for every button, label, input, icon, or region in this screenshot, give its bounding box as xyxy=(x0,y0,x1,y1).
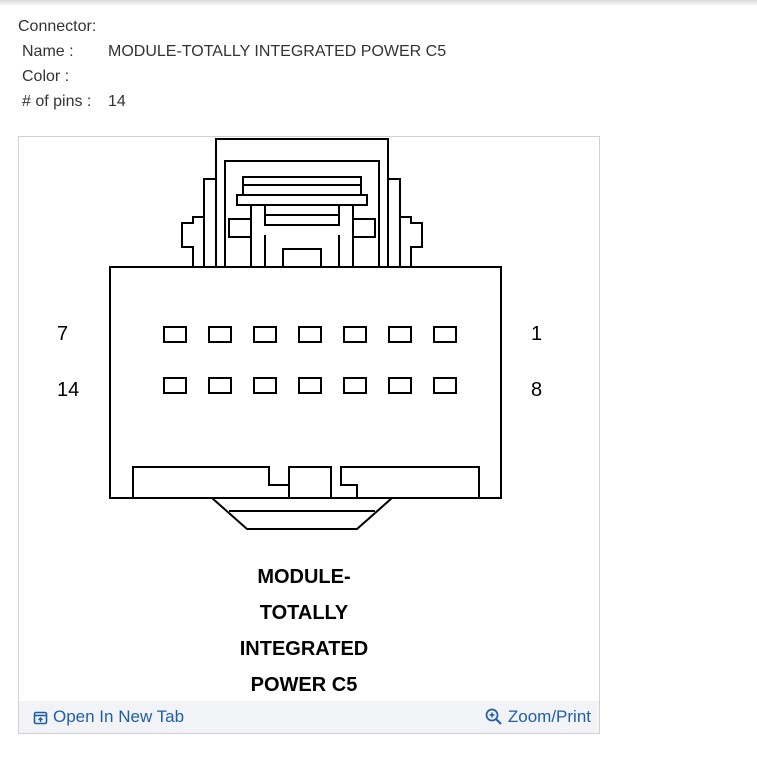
latch-housing-outline xyxy=(215,138,389,268)
open-in-new-tab-label: Open In New Tab xyxy=(53,707,185,726)
latch-foot xyxy=(282,248,322,268)
pin-label-top-left: 7 xyxy=(57,323,69,345)
latch-right-tab xyxy=(352,218,376,238)
latch-left-tab xyxy=(228,218,252,238)
pin-cavity-9 xyxy=(388,377,412,394)
color-label: Color : xyxy=(22,68,70,85)
zoom-in-icon xyxy=(485,708,502,725)
open-in-new-tab-link[interactable]: Open In New Tab xyxy=(33,707,184,727)
pin-cavity-6 xyxy=(208,326,232,343)
pin-cavity-7 xyxy=(163,326,187,343)
latch-bar-middle xyxy=(236,194,368,206)
connector-drawing xyxy=(109,138,502,530)
pins-label: # of pins : xyxy=(22,93,92,110)
pin-cavity-12 xyxy=(253,377,277,394)
figure-footer: Open In New Tab Zoom/Print xyxy=(19,701,599,733)
connector-header: Connector: xyxy=(18,18,97,35)
left-latch-step xyxy=(203,178,216,267)
pin-group xyxy=(163,326,457,394)
top-shadow xyxy=(0,0,757,6)
pin-label-bottom-left: 14 xyxy=(57,379,80,401)
zoom-print-link[interactable]: Zoom/Print xyxy=(485,707,591,727)
pin-label-top-right: 1 xyxy=(531,323,543,345)
open-new-tab-icon xyxy=(33,711,48,724)
pin-cavity-5 xyxy=(253,326,277,343)
bottom-key-left xyxy=(132,466,290,498)
right-latch-step xyxy=(388,178,401,267)
pin-cavity-8 xyxy=(433,377,457,394)
pin-label-bottom-right: 8 xyxy=(531,379,543,401)
pins-value: 14 xyxy=(108,93,126,110)
bottom-key-center xyxy=(288,466,332,499)
bottom-tab-outer xyxy=(211,497,393,530)
name-label: Name : xyxy=(22,43,74,60)
pin-cavity-11 xyxy=(298,377,322,394)
zoom-print-label: Zoom/Print xyxy=(507,707,591,726)
name-value: MODULE-TOTALLY INTEGRATED POWER C5 xyxy=(108,43,447,60)
caption-line-2: TOTALLY xyxy=(259,602,349,624)
pin-cavity-1 xyxy=(433,326,457,343)
caption-line-3: INTEGRATED xyxy=(239,638,369,660)
connector-body-outline xyxy=(109,266,502,499)
bottom-key-right xyxy=(340,466,480,498)
left-clip xyxy=(181,216,204,267)
caption-line-4: POWER C5 xyxy=(250,674,358,696)
connector-figure: 7 1 14 8 MODULE- TOTALLY INTEGRATED POWE… xyxy=(18,136,600,734)
pin-cavity-4 xyxy=(298,326,322,343)
pin-cavity-10 xyxy=(343,377,367,394)
pin-cavity-14 xyxy=(163,377,187,394)
pin-cavity-3 xyxy=(343,326,367,343)
right-clip xyxy=(400,216,423,267)
pin-cavity-13 xyxy=(208,377,232,394)
pin-cavity-2 xyxy=(388,326,412,343)
caption-line-1: MODULE- xyxy=(257,566,351,588)
